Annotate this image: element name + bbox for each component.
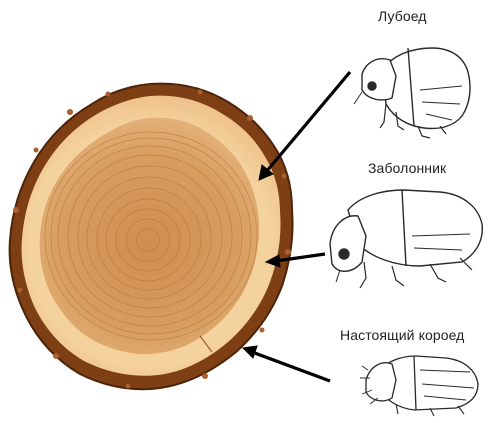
bark-beetle-icon xyxy=(354,48,470,138)
label-true-bark-beetle: Настоящий короед xyxy=(340,327,464,343)
true-bark-beetle-icon xyxy=(360,356,478,416)
label-bark-beetle: Лубоед xyxy=(378,8,427,24)
tree-cross-section xyxy=(10,84,293,390)
sapwood-beetle-icon xyxy=(330,190,482,288)
arrow-bark-beetle xyxy=(266,72,350,172)
label-sapwood-beetle: Заболонник xyxy=(368,160,446,176)
arrow-true-bark-beetle-head xyxy=(243,346,257,358)
arrow-true-bark-beetle xyxy=(252,352,330,381)
